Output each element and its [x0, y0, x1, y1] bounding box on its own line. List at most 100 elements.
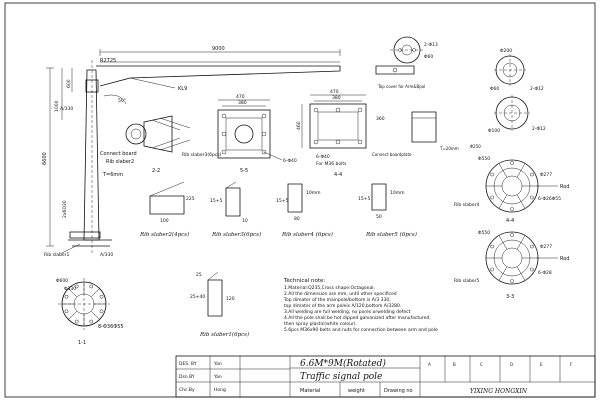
flange-spoke — [516, 163, 526, 178]
des-by-label: DES. BY — [179, 361, 197, 367]
flange-spoke — [498, 266, 508, 281]
chc-by-label: Chc.By — [179, 387, 195, 393]
chc-by-name: Hong — [214, 387, 226, 393]
bolt-hole — [74, 319, 79, 324]
rib2-dim-a: 100 — [160, 218, 169, 224]
arm-height-1000: 1000 — [54, 100, 60, 112]
base-flange-section: 1-1 — [78, 340, 86, 346]
bolt-hole — [510, 207, 514, 211]
connect-board-detail: Connect board Rib slaber2 Rib slaber3(6p… — [100, 115, 222, 174]
dim-380a: 380 — [238, 100, 247, 106]
flange-mid-bolt: 6-Φ26Φ55 — [538, 196, 561, 202]
top-plate-c-dim: Φ100 — [488, 128, 500, 134]
t20-label: T=20mm — [439, 146, 459, 151]
rib5-dim-a: 15+5 — [358, 196, 370, 202]
arm-height-600: 600 — [66, 79, 72, 88]
des-by-name: Yan — [213, 361, 222, 367]
dsn-by-label: Dsn.BY — [179, 374, 195, 380]
pole-elevation: 9000 R2725 KL9 50° 6600 1000 600 A/330 T… — [42, 46, 341, 258]
bolt-hole — [89, 319, 94, 324]
note-line: 5.6pcs M36x90 bolts and nuts for connect… — [284, 327, 438, 333]
top-plate-c-bolt: 2-Φ12 — [532, 126, 546, 132]
flange-mid-outer: Φ550 — [478, 156, 490, 162]
rib1-dim-c: 120 — [226, 296, 235, 302]
pole-diameter-label: 2x6D30 — [62, 200, 68, 218]
note-line: top dimater of the arm poleis A/120,bott… — [284, 303, 401, 309]
rib3-label: Rib slaber3(6pcs) — [211, 231, 261, 238]
flange-spoke — [516, 235, 526, 250]
section-22-label: 2-2 — [152, 168, 160, 174]
note-line: 3.All welding are full welding, no pores… — [284, 309, 411, 315]
flange-mid-section: 4-4 — [506, 218, 514, 224]
base-flange-inner: Φ330 — [64, 286, 76, 292]
rib-detail-1: 25 25+40 120 Rib slaber1(6pcs) — [190, 271, 249, 338]
rib1-dim-b: 25+40 — [190, 294, 205, 300]
m36-note: For M36 bolts — [316, 161, 347, 167]
dim-360b: 360 — [376, 116, 385, 122]
dim-470b: 470 — [330, 89, 339, 95]
arm-angle-label: 50° — [118, 98, 126, 104]
bolt-hole — [490, 195, 494, 200]
bolt-hole — [89, 284, 94, 289]
bolt-hole — [64, 309, 69, 314]
top-plate-b: Φ200 Φ60 2-Φ12 — [490, 48, 544, 92]
pole-height-label: 6600 — [42, 152, 48, 165]
hole-b-label: 6-Φ40 — [316, 154, 330, 160]
top-plate-c-outer: Φ250 — [470, 144, 481, 149]
project-title: 6.6M*9M(Rotated) — [300, 358, 386, 369]
base-flange-bolt: 8-Φ36Φ55 — [98, 324, 124, 330]
drawing-no-label: Drawing no — [384, 388, 413, 394]
base-flange: Φ600 Φ330 8-Φ36Φ55 1-1 — [56, 278, 124, 346]
rib2-dim-b: 225 — [186, 196, 195, 202]
section-55-label: 5-5 — [240, 168, 248, 174]
rib-slaber3-callout: Rib slaber3(6pcs) — [182, 152, 222, 158]
weight-label: weight — [348, 388, 365, 394]
top-plate-b-outer: Φ200 — [500, 48, 512, 54]
cell-f: F — [570, 362, 573, 367]
cell-b: B — [453, 362, 456, 367]
bolt-hole — [530, 195, 534, 200]
bolt-hole — [99, 309, 104, 314]
cell-e: E — [540, 362, 543, 367]
title-block: DES. BY Yan Dsn.BY Yan Chc.By Hong 6.6M*… — [175, 355, 596, 398]
bolt-hole — [530, 244, 534, 249]
note-line: 4.All the pole shall be hot dipped galva… — [284, 315, 431, 321]
section-5-5: 470 380 6-Φ40 5-5 — [217, 94, 297, 174]
rib-detail-3: 15+5 10 Rib slaber3(6pcs) — [210, 181, 261, 238]
note-line: 2.All the dimension are mm, until other … — [284, 291, 397, 297]
note-line: then spray plastic(white colour). — [284, 321, 357, 327]
company-name: YIXING HONGXIN — [470, 388, 528, 395]
pole-thickness-label: T=6mm — [102, 172, 123, 178]
flange-spoke — [498, 235, 508, 250]
flange-spoke — [90, 288, 100, 298]
rib5-dim-c: 50 — [376, 214, 382, 220]
rib2-label: Rib slaber2(4pcs) — [139, 231, 189, 238]
cell-c: C — [480, 362, 483, 367]
rib4-dim-b: 10mm — [306, 190, 321, 196]
section-4-4-plate: 470 380 460 360 6-Φ40 For M36 bolts 4-4 — [296, 89, 385, 178]
rib1-label: Rib slaber1(6pcs) — [199, 331, 249, 338]
rib-detail-2: 100 225 Rib slaber2(4pcs) — [139, 181, 195, 238]
flange-spoke — [68, 288, 78, 298]
flange-low: Φ550 Φ277 Rod 6-Φ28 Rib slaber5 3-3 — [454, 230, 569, 300]
bolt-hole — [64, 294, 69, 299]
bolt-hole — [74, 284, 79, 289]
flange-low-rib: Rib slaber5 — [454, 278, 479, 284]
bolt-hole — [530, 267, 534, 272]
flange-spoke — [68, 310, 78, 320]
flange-spoke — [516, 194, 526, 209]
pole-rib-label: Rib slaber1 — [44, 252, 69, 258]
base-flange-outer: Φ600 — [56, 278, 68, 284]
bolt-hole — [510, 161, 514, 165]
top-plate-a-dim: Φ60 — [424, 54, 433, 60]
bolt-hole — [99, 294, 104, 299]
flange-mid-inner: Φ277 — [540, 172, 552, 178]
rib4-label: Rib slaber4 (6pcs) — [281, 231, 333, 238]
rib3-dim-a: 15+5 — [210, 198, 222, 204]
bolt-hole — [510, 233, 514, 237]
rib4-dim-a: 15+5 — [276, 198, 288, 204]
rib-detail-5: 15+5 10mm 50 Rib slaber5 (6pcs) — [358, 183, 417, 238]
section-44-label: 4-4 — [334, 172, 342, 178]
flange-spoke — [516, 266, 526, 281]
